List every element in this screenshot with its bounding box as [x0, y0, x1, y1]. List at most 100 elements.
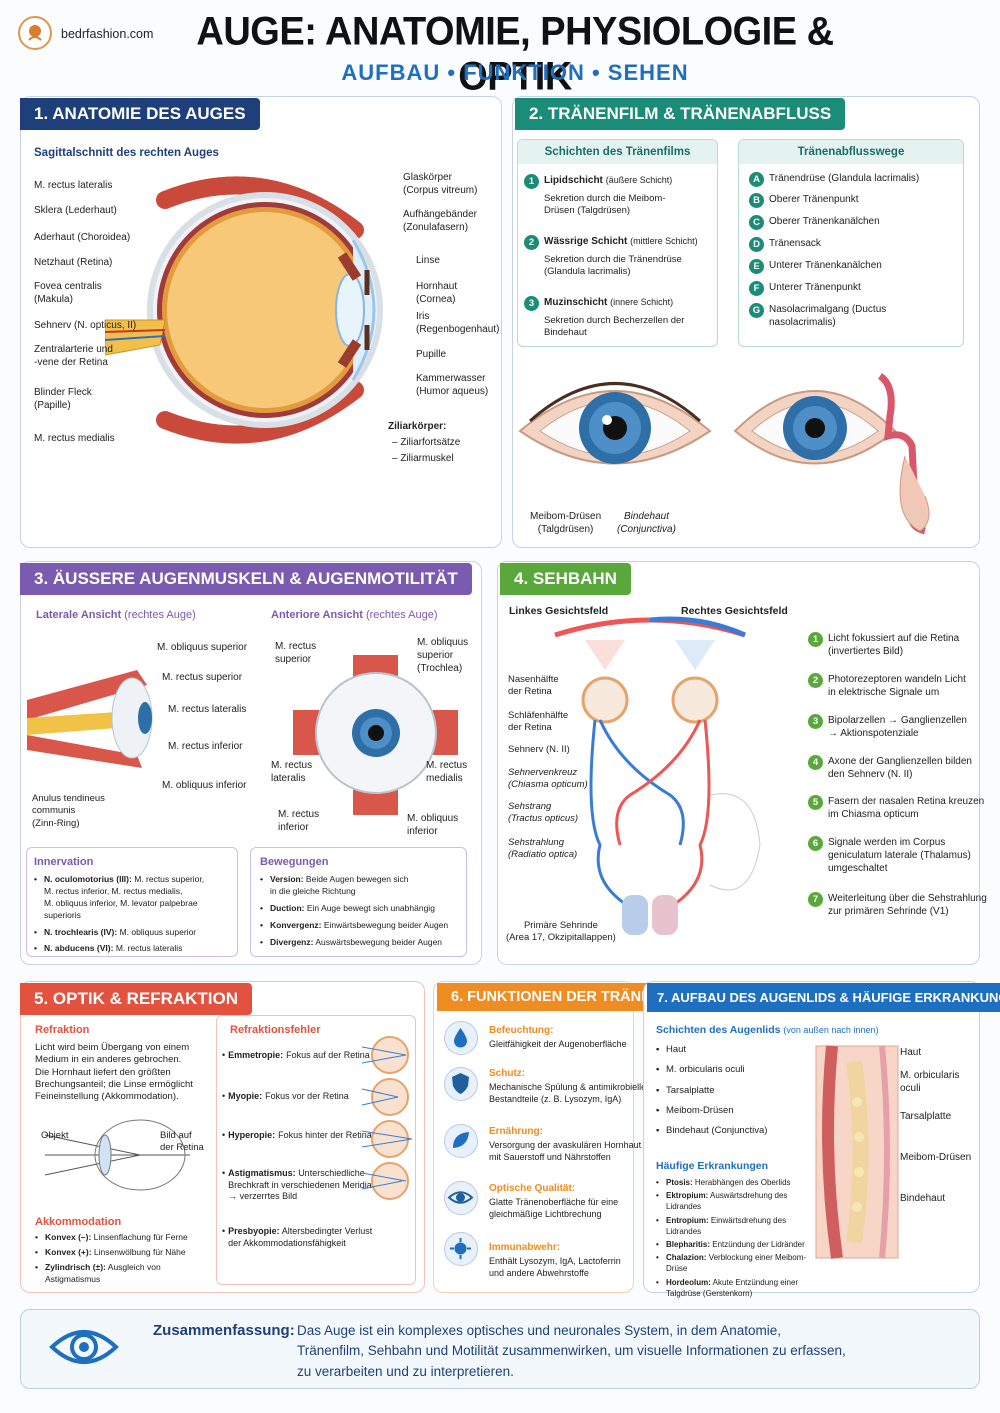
function-1-text: Gleitfähigkeit der Augenoberfläche: [489, 1039, 627, 1049]
label-ant-rectus-med: M. rectus medialis: [426, 760, 468, 784]
disease-item: Hordeolum: Akute Entzündung einer Talgdr…: [656, 1277, 811, 1299]
label-sklera: Sklera (Lederhaut): [34, 205, 117, 216]
refraction-head: Refraktion: [35, 1024, 90, 1036]
label-aderhaut: Aderhaut (Choroidea): [34, 232, 131, 243]
anterior-view-title: Anteriore Ansicht (rechtes Auge): [271, 609, 438, 621]
eyelid-layer: Tarsalplatte: [656, 1084, 796, 1098]
label-ant-obliquus-inf: M. obliquus inferior: [407, 813, 459, 837]
diseases-list: Ptosis: Herabhängen des Oberlids Ektropi…: [656, 1177, 811, 1301]
innervation-list: N. oculomotorius (III): M. rectus superi…: [34, 874, 234, 960]
label-lat-rectus-lat: M. rectus lateralis: [168, 704, 247, 715]
label-ant-rectus-inf: M. rectus inferior: [278, 809, 320, 833]
label-linse: Linse: [416, 255, 440, 266]
diseases-head: Häufige Erkrankungen: [656, 1160, 769, 1172]
label-iris: Iris (Regenbogenhaut): [416, 311, 500, 335]
label-kammerwasser: Kammerwasser (Humor aqueus): [416, 373, 489, 397]
label-sehnerv: Sehnerv (N. opticus, II): [34, 320, 137, 331]
refraction-error-eyes: [362, 1036, 412, 1200]
left-field-label: Linkes Gesichtsfeld: [509, 605, 609, 617]
summary-head: Zusammenfassung:: [153, 1322, 295, 1339]
page-title: AUGE: ANATOMIE, PHYSIOLOGIE & OPTIK: [196, 9, 834, 100]
layer-1-desc: Sekretion durch die Meibom- Drüsen (Talg…: [544, 193, 666, 217]
label-hornhaut: Hornhaut (Cornea): [416, 281, 458, 305]
movement-item: Konvergenz: Einwärtsbewegung beider Auge…: [260, 920, 464, 932]
section-tearfilm-title: 2. TRÄNENFILM & TRÄNENABFLUSS: [515, 98, 846, 130]
logo-icon: [28, 25, 42, 41]
section-optics-title: 5. OPTIK & REFRAKTION: [20, 983, 253, 1015]
section-anatomy-title: 1. ANATOMIE DES AUGES: [20, 98, 260, 130]
layer-2-desc: Sekretion durch die Tränendrüse (Glandul…: [544, 254, 682, 278]
error-emmetropie: • Emmetropie:Fokus auf der Retina: [222, 1050, 370, 1060]
label-lat-obliquus-inf: M. obliquus inferior: [162, 780, 247, 791]
label-ziliarfortsaetze: – Ziliarfortsätze: [392, 437, 461, 448]
movements-list: Version: Beide Augen bewegen sich in die…: [260, 874, 464, 953]
label-pupille: Pupille: [416, 349, 447, 360]
image-label: Bild auf der Retina: [160, 1130, 204, 1154]
section-tear-functions-title: 6. FUNKTIONEN DER TRÄNEN: [437, 983, 676, 1011]
label-lid-haut: Haut: [900, 1047, 922, 1058]
visual-pathway-diagram: [554, 616, 761, 935]
anterior-eye-muscles: [288, 655, 463, 815]
site-name: bedrfashion.com: [61, 27, 154, 41]
eyelid-diagram: [815, 1045, 899, 1259]
label-lid-meibom: Meibom-Drüsen: [900, 1152, 972, 1163]
function-2-head: Schutz:: [489, 1068, 526, 1079]
function-4-text: Glatte Tränenoberfläche für eine gleichm…: [489, 1197, 619, 1219]
innervation-item: N. oculomotorius (III): M. rectus superi…: [34, 874, 234, 922]
eyelid-layer: Haut: [656, 1043, 796, 1057]
error-presbyopie: • Presbyopie: Altersbedingter Verlust de…: [222, 1226, 373, 1248]
label-lid-orbicularis: M. orbicularis oculi: [900, 1070, 960, 1094]
label-optic-nerve: Sehnerv (N. II): [508, 744, 570, 755]
drainage-illustration: [733, 373, 930, 535]
object-label: Objekt: [41, 1130, 69, 1141]
label-bindehaut: Bindehaut (Conjunctiva): [617, 511, 676, 535]
label-meibom: Meibom-Drüsen (Talgdrüsen): [530, 511, 602, 535]
eyelid-layer: Bindehaut (Conjunctiva): [656, 1124, 796, 1138]
label-ziliarmuskel: – Ziliarmuskel: [392, 453, 454, 464]
summary-box: [20, 1309, 980, 1389]
eye-cross-section: [105, 176, 383, 444]
label-lat-rectus-inf: M. rectus inferior: [168, 741, 243, 752]
anatomy-subtitle: Sagittalschnitt des rechten Auges: [34, 147, 219, 159]
label-visual-cortex: Primäre Sehrinde (Area 17, Okzipitallapp…: [506, 920, 616, 944]
label-zentralarterie: Zentralarterie und -vene der Retina: [34, 344, 113, 368]
function-1-head: Befeuchtung:: [489, 1025, 554, 1036]
label-rectus-lateralis: M. rectus lateralis: [34, 180, 113, 191]
label-zonula: Aufhängebänder (Zonulafasern): [403, 209, 477, 233]
label-zinn-ring: Anulus tendineus communis (Zinn-Ring): [32, 793, 105, 829]
eyelid-layer: Meibom-Drüsen: [656, 1104, 796, 1118]
accommodation-head: Akkommodation: [35, 1216, 122, 1228]
disease-item: Ektropium: Auswärtsdrehung des Lidrandes: [656, 1190, 811, 1212]
function-5-head: Immunabwehr:: [489, 1242, 561, 1253]
function-3-head: Ernährung:: [489, 1126, 543, 1137]
eyelid-layer: M. orbicularis oculi: [656, 1063, 796, 1077]
eyelid-layers-list: Haut M. orbicularis oculi Tarsalplatte M…: [656, 1043, 796, 1144]
tearfilm-layers-head: Schichten des Tränenfilms: [518, 140, 717, 164]
label-chiasma: Sehnervenkreuz (Chiasma opticum): [508, 767, 588, 791]
label-lid-tarsal: Tarsalplatte: [900, 1111, 952, 1122]
label-lid-bindehaut: Bindehaut: [900, 1193, 946, 1204]
drainage-head: Tränenabflusswege: [739, 140, 963, 164]
disease-item: Chalazion: Verblockung einer Meibom-Drüs…: [656, 1252, 811, 1274]
label-blinder-fleck: Blinder Fleck (Papille): [34, 387, 92, 411]
eye-icon: [444, 1181, 478, 1215]
lateral-eye-muscles: [27, 670, 153, 768]
accom-item: Zylindrisch (±): Ausgleich von Astigmati…: [35, 1262, 215, 1286]
function-5-text: Enthält Lysozym, IgA, Lactoferrin und an…: [489, 1256, 621, 1278]
error-hyperopie: • Hyperopie:Fokus hinter der Retina: [222, 1130, 372, 1140]
label-glaskoerper: Glaskörper (Corpus vitreum): [403, 172, 478, 196]
movement-item: Divergenz: Auswärtsbewegung beider Augen: [260, 937, 464, 949]
drainage-box: Tränenabflusswege: [738, 139, 964, 347]
eyelid-layers-head: Schichten des Augenlids (von außen nach …: [656, 1024, 879, 1036]
label-netzhaut: Netzhaut (Retina): [34, 257, 113, 268]
